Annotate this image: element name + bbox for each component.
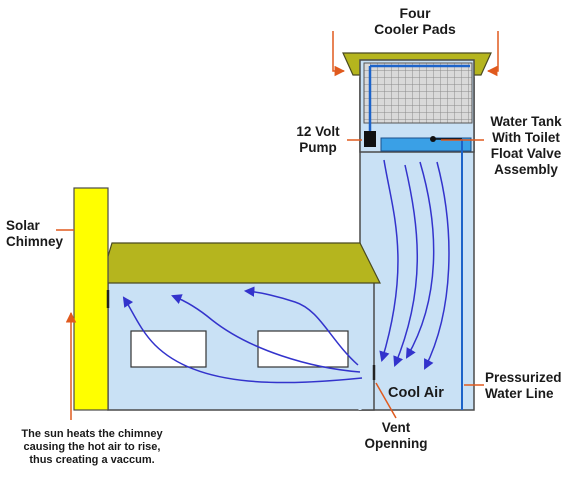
pump <box>364 131 376 147</box>
house-roof <box>99 242 381 284</box>
window-left <box>130 330 207 368</box>
airflow-arrow <box>393 164 419 367</box>
cooler-pads-label: Four Cooler Pads <box>374 5 456 37</box>
airflow-arrow <box>171 294 361 373</box>
callout-line <box>332 31 346 77</box>
callout-line <box>486 31 499 77</box>
pump-label: 12 Volt Pump <box>296 124 340 155</box>
airflow-arrow <box>122 296 363 384</box>
cooler-pads <box>363 62 473 124</box>
callout-line <box>375 382 397 419</box>
water-tank-label: Water Tank With Toilet Float Valve Assem… <box>490 114 562 177</box>
airflow-arrow <box>379 159 399 363</box>
cool-air-label: Cool Air <box>388 385 444 401</box>
airflow-arrow <box>243 286 359 366</box>
vent-opening-label: Vent Openning <box>364 420 428 451</box>
airflow-arrow <box>424 161 450 370</box>
airflow-arrow <box>405 161 435 359</box>
solar-chimney <box>73 187 109 411</box>
water-tank <box>380 137 472 152</box>
solar-chimney-label: Solar Chimney <box>6 218 64 249</box>
pressurized-water-line-label: Pressurized Water Line <box>485 370 562 401</box>
chimney-note: The sun heats the chimney causing the ho… <box>21 428 163 466</box>
